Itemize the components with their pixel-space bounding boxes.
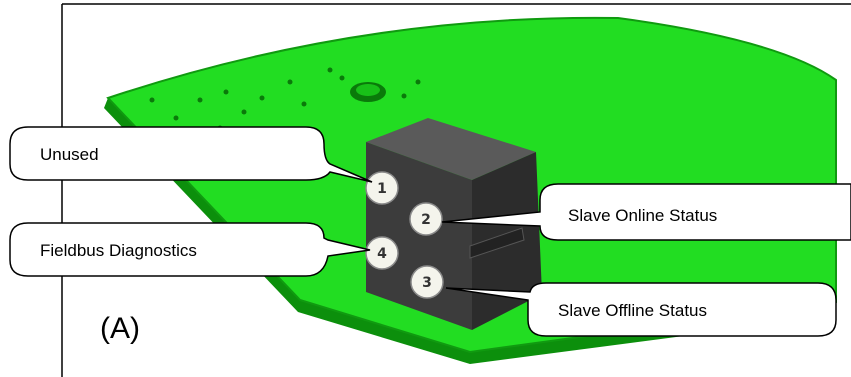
led-3-number: 3 [422, 275, 432, 291]
module-top-face [366, 118, 536, 180]
led-4-number: 4 [377, 246, 387, 262]
led-2-number: 2 [421, 212, 431, 228]
callout-fieldbus-diagnostics: Fieldbus Diagnostics [9, 222, 371, 277]
callout-slave-online-status-shape [441, 183, 851, 241]
led-2-face [409, 202, 443, 236]
led-1-face [365, 171, 399, 205]
callout-fieldbus-diagnostics-text: Fieldbus Diagnostics [40, 241, 197, 260]
callouts: Unused Fieldbus Diagnostics Slave Online… [9, 126, 851, 337]
callout-unused: Unused [9, 126, 373, 183]
led-2-indicator: 2 [409, 202, 443, 236]
callout-fieldbus-diagnostics-shape [9, 222, 371, 277]
callout-slave-online-status-text: Slave Online Status [568, 206, 717, 225]
led-3-indicator: 3 [410, 265, 444, 299]
led-1-indicator: 1 [365, 171, 399, 205]
led-4-face [365, 236, 399, 270]
led-1-number: 1 [377, 181, 387, 197]
callout-slave-offline-status: Slave Offline Status [445, 282, 837, 337]
callout-slave-online-status: Slave Online Status [441, 183, 851, 241]
led-4-indicator: 4 [365, 236, 399, 270]
callout-slave-offline-status-shape [445, 282, 837, 337]
callout-unused-shape [9, 126, 373, 183]
module-slot [469, 227, 525, 259]
panel-label: (A) [100, 312, 140, 345]
board-mounting-hole-inner [356, 84, 380, 96]
callout-slave-offline-status-text: Slave Offline Status [558, 301, 707, 320]
figure-frame [61, 3, 851, 377]
led-indicators: 1 2 4 3 [365, 171, 444, 299]
callout-unused-text: Unused [40, 145, 99, 164]
board-side-edge [104, 98, 836, 364]
led-3-face [410, 265, 444, 299]
